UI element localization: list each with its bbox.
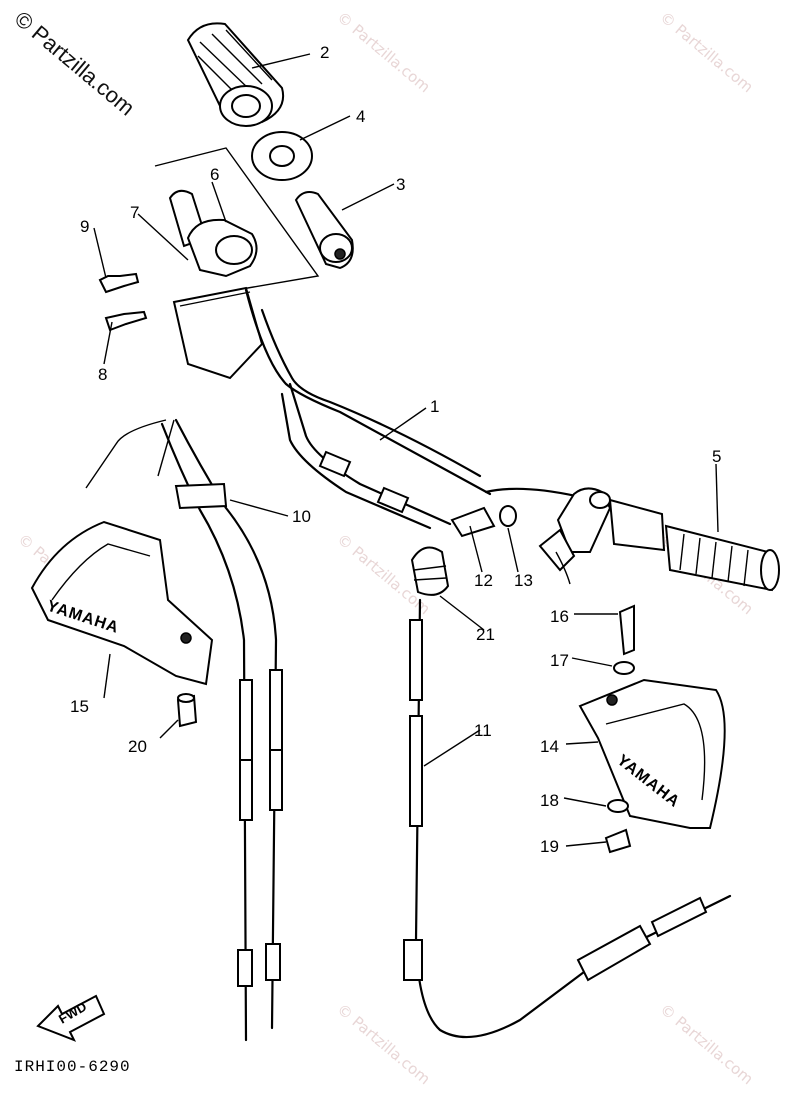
grip-right-part[interactable] [608, 498, 780, 592]
callout-4: 4 [356, 107, 365, 126]
callout-19: 19 [540, 837, 559, 856]
handlebar-part[interactable] [244, 288, 578, 530]
forward-arrow: FWD [36, 994, 106, 1042]
callout-15: 15 [70, 697, 89, 716]
callout-3: 3 [396, 175, 405, 194]
washer-17-part[interactable] [613, 661, 635, 675]
callout-17: 17 [550, 651, 569, 670]
handguard-left-part[interactable]: YAMAHA [30, 520, 214, 686]
callout-7: 7 [130, 203, 139, 222]
callout-11: 11 [474, 721, 492, 740]
callout-16: 16 [550, 607, 569, 626]
callout-8: 8 [98, 365, 107, 384]
callout-6: 6 [210, 165, 219, 184]
throttle-tube-part[interactable] [294, 191, 354, 270]
handguard-right-part[interactable]: YAMAHA [578, 678, 726, 829]
grip-collar-part[interactable] [251, 131, 313, 181]
callout-21: 21 [476, 625, 495, 644]
washer-18-part[interactable] [607, 799, 629, 813]
callout-1: 1 [430, 397, 439, 416]
bolt-16-part[interactable] [618, 604, 635, 656]
throttle-housing-part[interactable] [168, 189, 264, 380]
diagram-reference-code: IRHI00-6290 [14, 1058, 131, 1076]
leader-lines [93, 53, 719, 847]
callout-12: 12 [474, 571, 493, 590]
nut-19-part[interactable] [604, 828, 632, 854]
clutch-switch-part[interactable] [450, 505, 517, 538]
callout-18: 18 [540, 791, 559, 810]
spacer-part[interactable] [176, 693, 198, 728]
clutch-cable-part[interactable] [403, 598, 732, 1039]
assembly-bracket [154, 147, 320, 291]
callout-9: 9 [80, 217, 89, 236]
throttle-cable-part[interactable] [85, 418, 283, 1042]
callout-13: 13 [514, 571, 533, 590]
cable-boot-part[interactable] [410, 546, 450, 596]
screw-8-part[interactable] [104, 310, 148, 332]
callout-5: 5 [712, 447, 721, 466]
screw-9-part[interactable] [98, 272, 140, 294]
callout-14: 14 [540, 737, 559, 756]
grip-left-part[interactable] [186, 22, 284, 127]
clutch-perch-part[interactable] [538, 487, 612, 585]
callout-20: 20 [128, 737, 147, 756]
callout-2: 2 [320, 43, 329, 62]
callout-10: 10 [292, 507, 311, 526]
